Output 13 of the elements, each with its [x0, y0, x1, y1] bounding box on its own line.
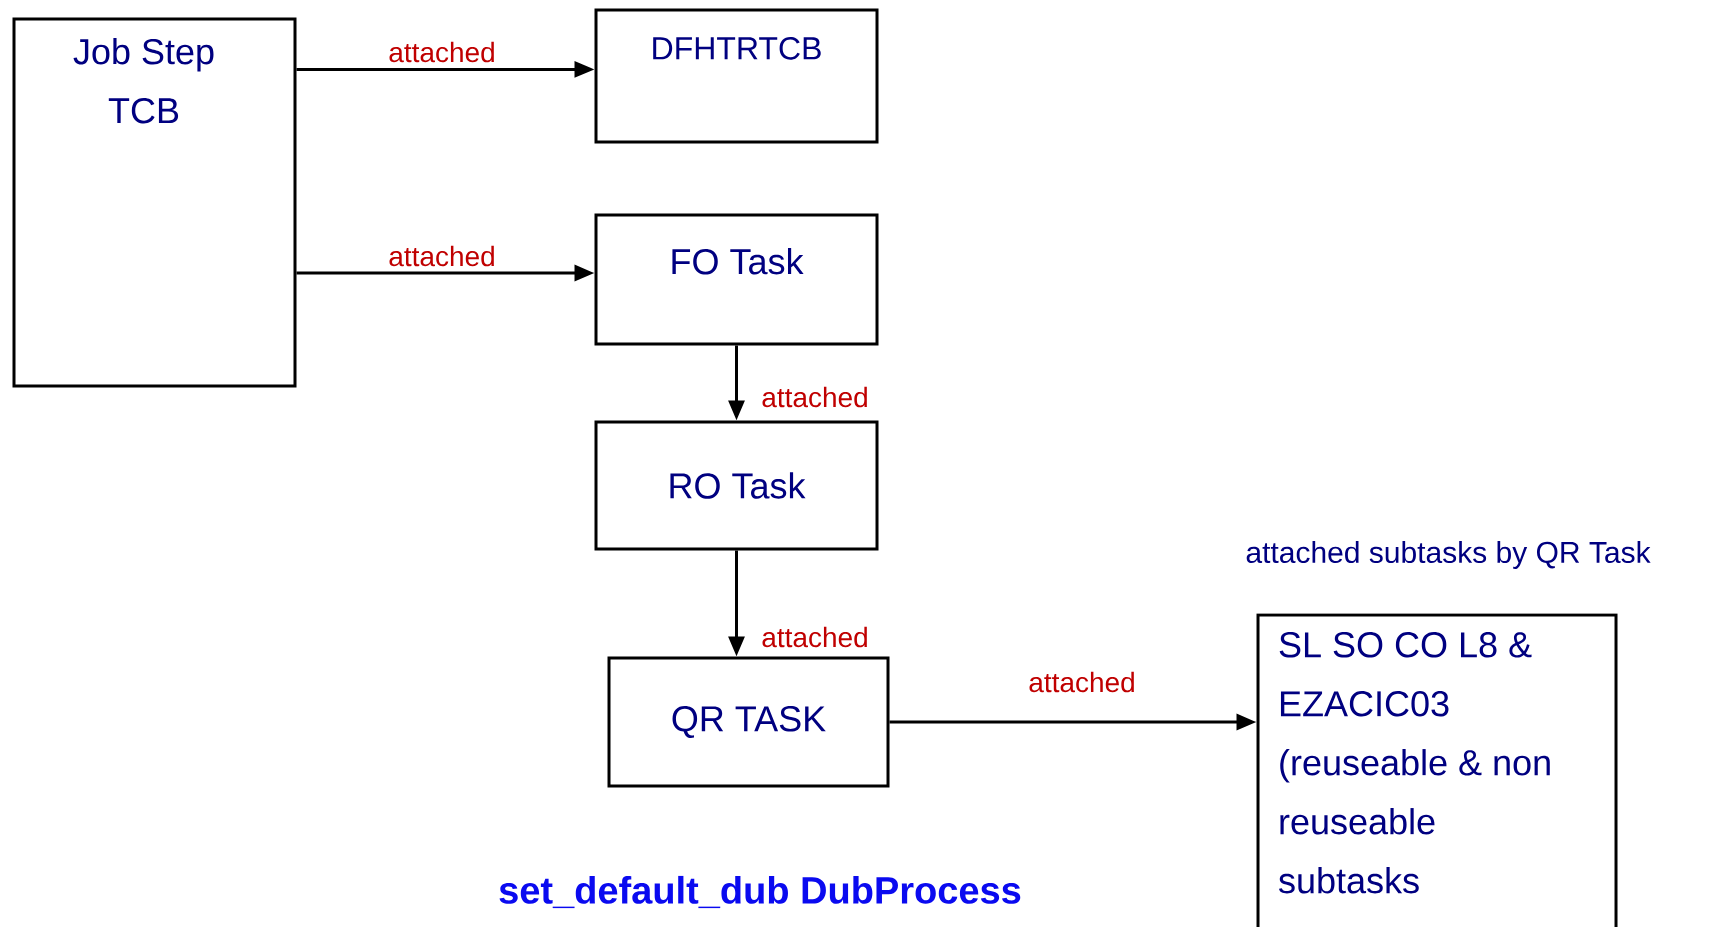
box: Job Step TCB [12, 17, 297, 388]
edge-label: attached [389, 41, 494, 63]
edge-label: attached [389, 245, 494, 267]
edge-label: attached [1029, 671, 1134, 693]
title: set_default_dub DubProcess [499, 875, 1021, 909]
box: RO Task [594, 420, 879, 551]
node-label: attached subtasks by QR Task [1246, 541, 1651, 569]
edge-label: attached [762, 626, 867, 648]
box: QR TASK [607, 656, 890, 788]
box: FO Task [594, 213, 879, 346]
box: SL SO CO L8 & EZACIC03 (reuseable & non reuseable subtasks [1256, 613, 1618, 927]
box: DFHTRTCB [594, 8, 879, 144]
edge-label: attached [762, 386, 867, 408]
